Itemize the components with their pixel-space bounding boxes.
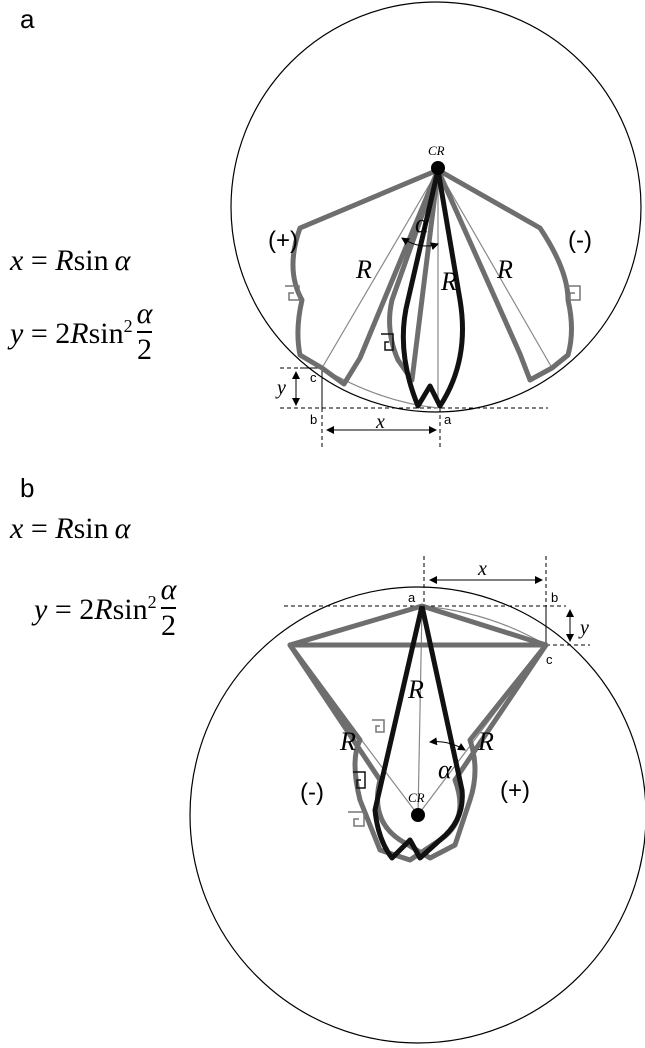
tooth-center-b [372, 605, 465, 861]
cr-label-a: CR [428, 143, 445, 158]
eq-y-den: 2 [136, 333, 152, 366]
point-b-label-b: b [551, 590, 558, 605]
panel-b-label: b [20, 473, 35, 503]
point-a-label-a: a [444, 412, 452, 427]
bracket-icon [348, 811, 365, 827]
tooth-right-minus [435, 167, 574, 383]
r-label-right-a: R [496, 255, 513, 284]
r-label-left-a: R [355, 255, 372, 284]
eq-y-fn: sin [112, 592, 148, 626]
point-a-label-b: a [408, 590, 416, 605]
point-c-label-b: c [546, 652, 553, 667]
eq-y-exp: 2 [147, 591, 157, 612]
eq-y-exp: 2 [123, 315, 133, 336]
equation-x-a: x = Rsin α [10, 244, 131, 277]
radius-right [437, 169, 553, 369]
plus-label-a: (+) [268, 227, 298, 254]
alpha-label-b: α [438, 755, 453, 784]
radius-left [321, 169, 439, 369]
r-label-center-a: R [440, 267, 457, 296]
panel-a-label: a [20, 4, 35, 34]
panel-b-diagram: CR α R R R (-) (+) a b c x y [189, 556, 645, 1044]
chord-ac [421, 605, 547, 646]
bracket-icon [372, 719, 385, 733]
dim-y-label-b: y [578, 617, 589, 639]
r-label-center-b: R [407, 675, 424, 704]
eq-y-num: α [136, 297, 153, 330]
r-label-left-b: R [339, 727, 356, 756]
eq-y-den: 2 [160, 609, 176, 642]
r-label-right-b: R [477, 727, 494, 756]
bracket-icon [285, 285, 300, 301]
eq-x-fn: sin [73, 244, 109, 277]
eq-y-lhs: y [34, 592, 48, 626]
bracket-icon [353, 771, 366, 789]
eq-y-coef: 2 [55, 316, 71, 350]
eq-x-fn: sin [73, 512, 109, 545]
eq-x-var: α [114, 512, 131, 545]
rotation-circle-b [189, 586, 645, 1044]
eq-x-lhs: x [10, 244, 24, 277]
bracket-icons-a [285, 285, 581, 351]
eq-y-coef: 2 [79, 592, 95, 626]
eq-x-R: R [55, 512, 74, 545]
eq-x-lhs: x [10, 512, 24, 545]
alpha-label-a: α [415, 209, 430, 238]
dim-x-label-b: x [477, 558, 487, 580]
rotation-circle-a [230, 1, 642, 413]
eq-y-lhs: y [10, 316, 24, 350]
minus-label-a: (-) [568, 227, 592, 254]
panel-a-diagram: CR α R R R (+) (-) c b a x y [230, 1, 642, 448]
bracket-icon [381, 333, 394, 351]
dim-x-label-a: x [375, 411, 385, 433]
eq-x-var: α [114, 244, 131, 277]
cr-point-b [411, 808, 425, 822]
dim-y-label-a: y [275, 377, 286, 399]
equation-x-b: x = Rsin α [10, 512, 131, 545]
alpha-arc-a [401, 237, 439, 251]
eq-y-R: R [70, 316, 89, 350]
eq-y-R: R [94, 592, 113, 626]
tooth-center [400, 169, 465, 409]
cr-label-b: CR [408, 790, 425, 805]
eq-y-num: α [160, 573, 177, 606]
bracket-icons-b [348, 719, 385, 827]
eq-y-fn: sin [88, 316, 124, 350]
point-c-label-a: c [310, 370, 317, 385]
tooth-left-plus [290, 167, 441, 387]
bracket-icon [566, 285, 581, 301]
cr-point-a [431, 161, 445, 175]
minus-label-b: (-) [300, 779, 324, 806]
point-b-label-a: b [310, 412, 317, 427]
radius-center-b [417, 605, 423, 816]
eq-x-R: R [55, 244, 74, 277]
alpha-arc-b [429, 737, 466, 751]
plus-label-b: (+) [500, 777, 530, 804]
